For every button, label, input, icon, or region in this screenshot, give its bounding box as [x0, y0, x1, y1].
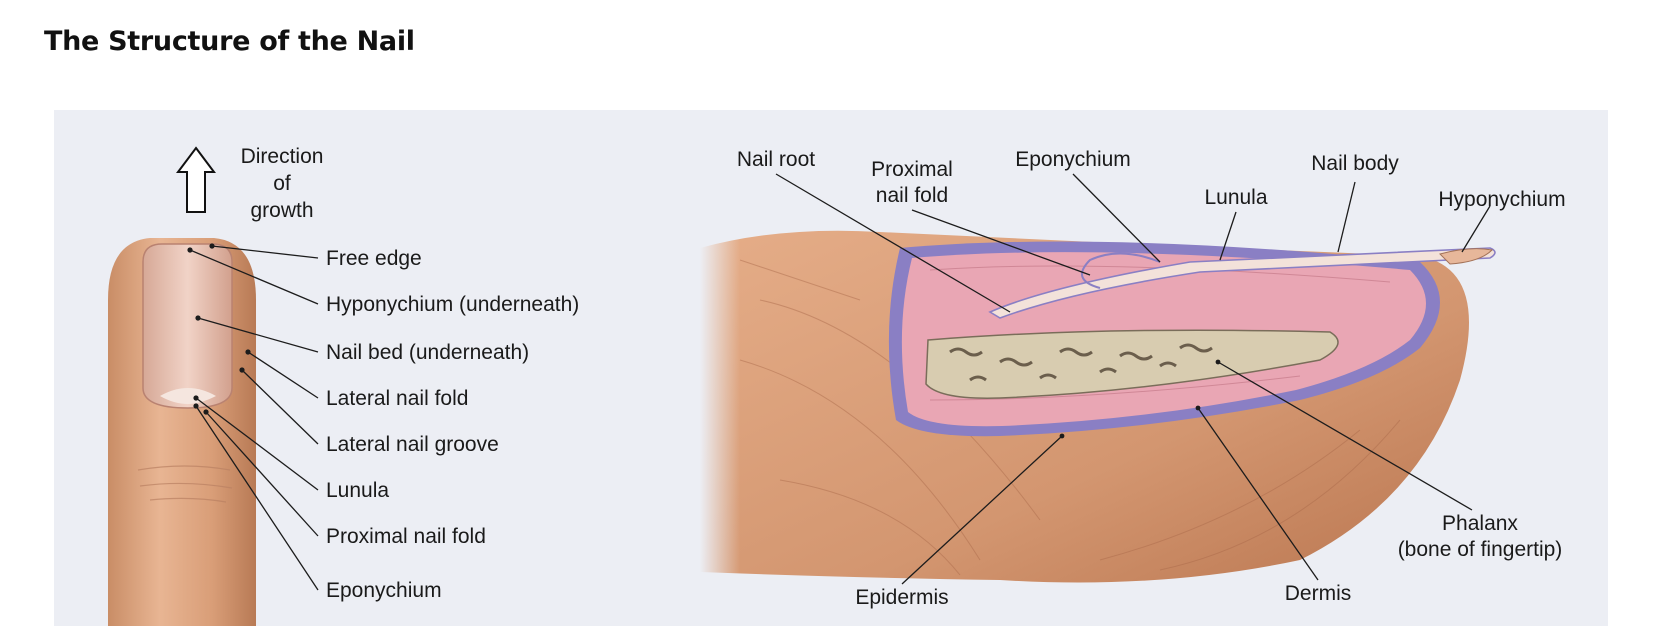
label-nail-root: Nail root	[737, 148, 815, 171]
label-hyponychium-right: Hyponychium	[1438, 188, 1565, 211]
label-phalanx-line2: (bone of fingertip)	[1398, 538, 1563, 561]
page-title: The Structure of the Nail	[44, 26, 415, 57]
growth-label-line1: Direction	[241, 145, 324, 168]
label-free-edge: Free edge	[326, 247, 422, 270]
phalanx-bone	[925, 329, 1339, 399]
lunula-shape	[160, 388, 216, 404]
growth-arrow-icon	[176, 146, 216, 213]
nail-plate	[142, 243, 233, 409]
label-lateral-nail-groove: Lateral nail groove	[326, 433, 499, 456]
label-eponychium-left: Eponychium	[326, 579, 442, 602]
label-proximal-nail-fold-left: Proximal nail fold	[326, 525, 486, 548]
hyponychium-tip	[1439, 248, 1494, 265]
skin-creases	[137, 465, 233, 503]
proximal-nail-fold-section	[1081, 252, 1161, 289]
right-leader-lines	[775, 173, 1491, 585]
label-proximal-nail-fold-right-line1: Proximal	[871, 158, 953, 181]
growth-label-line3: growth	[250, 199, 313, 222]
label-lunula-left: Lunula	[326, 479, 389, 502]
label-lateral-nail-fold: Lateral nail fold	[326, 387, 468, 410]
label-phalanx-line1: Phalanx	[1442, 512, 1518, 535]
growth-label-line2: of	[273, 172, 291, 195]
label-proximal-nail-fold-right-line2: nail fold	[876, 184, 948, 207]
left-leader-lines	[187, 243, 319, 591]
label-epidermis: Epidermis	[855, 586, 948, 609]
label-hyponychium-underneath: Hyponychium (underneath)	[326, 293, 579, 316]
fingertip-cross-section	[700, 230, 1496, 583]
label-eponychium-right: Eponychium	[1015, 148, 1131, 171]
fingertip-top-view	[108, 238, 256, 626]
label-lunula-right: Lunula	[1204, 186, 1267, 209]
label-dermis: Dermis	[1285, 582, 1352, 605]
label-nail-bed-underneath: Nail bed (underneath)	[326, 341, 529, 364]
label-nail-body: Nail body	[1311, 152, 1399, 175]
